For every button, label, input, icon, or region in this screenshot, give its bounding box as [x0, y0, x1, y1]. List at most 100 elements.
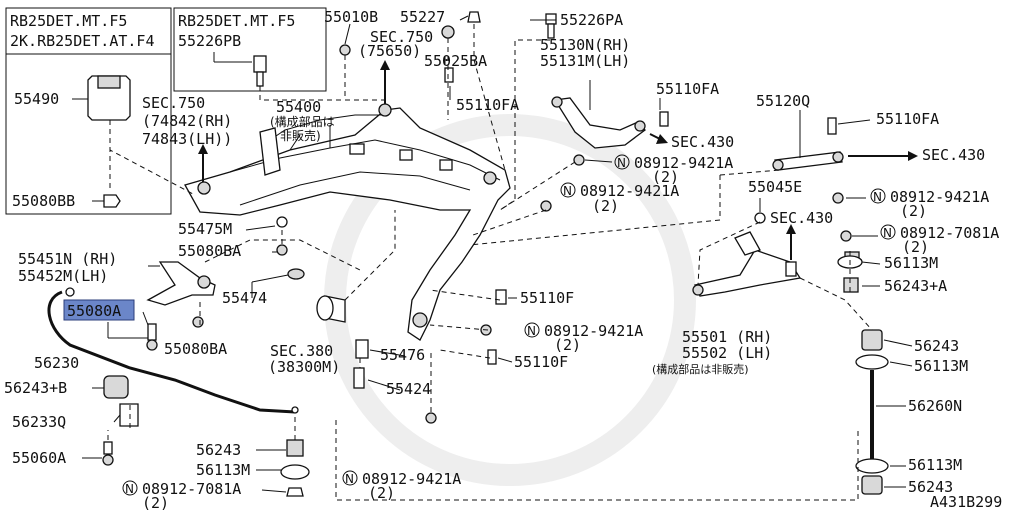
qty-label-b: (2)	[900, 202, 927, 220]
lower-arm-part	[692, 231, 802, 297]
part-56113M-label-b[interactable]: 56113M	[914, 357, 968, 375]
sec750b-line2[interactable]: (75650)	[358, 42, 421, 60]
part-55227-label[interactable]: 55227	[400, 8, 445, 26]
sec430-b-label[interactable]: SEC.430	[922, 146, 985, 164]
fasteners	[102, 11, 852, 466]
qty-label-g: (2)	[368, 484, 395, 502]
part-55475M-label[interactable]: 55475M	[178, 220, 232, 238]
direction-arrows	[198, 60, 918, 260]
member-note-1: (構成部品は	[270, 114, 335, 129]
part-08912-9421A-label-b[interactable]: 08912-9421A	[890, 188, 989, 206]
part-55476-label[interactable]: 55476	[380, 346, 425, 364]
part-56230-label[interactable]: 56230	[34, 354, 79, 372]
n-mark-6-text: N	[125, 482, 134, 496]
part-55501-label[interactable]: 55501 (RH)	[682, 328, 772, 346]
part-08912-7081A-label-b[interactable]: 08912-7081A	[142, 480, 241, 498]
variant-box-2	[173, 7, 327, 92]
trailing-arm-part	[146, 261, 216, 306]
part-56113M-label-a[interactable]: 56113M	[884, 254, 938, 272]
highlight-box	[63, 299, 135, 321]
part-55130N-label[interactable]: 55130N(RH)	[540, 36, 630, 54]
part-55226PA-label[interactable]: 55226PA	[560, 11, 623, 29]
part-55400-label[interactable]: 55400	[276, 98, 321, 116]
part-08912-9421A-label-a[interactable]: 08912-9421A	[634, 154, 733, 172]
qty-label-e: (2)	[554, 336, 581, 354]
part-55452M-label[interactable]: 55452M(LH)	[18, 267, 108, 285]
part-55080BA-label-b[interactable]: 55080BA	[164, 340, 227, 358]
part-55080BB-label[interactable]: 55080BB	[12, 192, 75, 210]
rear-suspension-member	[184, 103, 511, 341]
part-08912-9421A-label-d[interactable]: 08912-9421A	[544, 322, 643, 340]
upper-arm-part	[551, 96, 646, 149]
variant-label-3: RB25DET.MT.F5	[178, 12, 295, 30]
stud-bolt-part	[253, 55, 267, 87]
stabilizer-bar	[47, 290, 296, 414]
part-55080A-label[interactable]: 55080A	[67, 302, 121, 320]
sec750a-line3[interactable]: 74843(LH))	[142, 130, 232, 148]
sec430-a-label[interactable]: SEC.430	[671, 133, 734, 151]
part-55490-label[interactable]: 55490	[14, 90, 59, 108]
stabilizer-bracket	[119, 403, 139, 427]
part-56243-label-c[interactable]: 56243	[908, 478, 953, 496]
member-note-2: 非販売)	[280, 128, 321, 143]
variant-label-1: RB25DET.MT.F5	[10, 12, 127, 30]
part-55025BA-label[interactable]: 55025BA	[424, 52, 487, 70]
part-56233Q-label[interactable]: 56233Q	[12, 413, 66, 431]
nut-part	[103, 194, 121, 208]
n-mark-5-text: N	[527, 324, 536, 338]
sec750a-line1[interactable]: SEC.750	[142, 94, 205, 112]
stud-55476	[355, 339, 369, 359]
part-56243-label-a[interactable]: 56243	[914, 337, 959, 355]
part-56260N-label[interactable]: 56260N	[908, 397, 962, 415]
n-mark-2-text: N	[873, 190, 882, 204]
sec380-line2[interactable]: (38300M)	[268, 358, 340, 376]
link-stack-left	[280, 439, 310, 497]
reference-lines	[107, 24, 873, 501]
part-55045E-label[interactable]: 55045E	[748, 178, 802, 196]
part-56243A-label[interactable]: 56243+A	[884, 277, 947, 295]
part-56243B-label[interactable]: 56243+B	[4, 379, 67, 397]
sec750a-line2[interactable]: (74842(RH)	[142, 112, 232, 130]
qty-label-d: (2)	[902, 238, 929, 256]
part-55120Q-label[interactable]: 55120Q	[756, 92, 810, 110]
variant-box-1	[5, 7, 172, 215]
n-mark-1-text: N	[617, 156, 626, 170]
part-55110FA-label-c[interactable]: 55110FA	[876, 110, 939, 128]
lateral-link-part	[772, 151, 844, 171]
part-55010B-label[interactable]: 55010B	[324, 8, 378, 26]
n-mark-4-text: N	[883, 226, 892, 240]
variant-label-2: 2K.RB25DET.AT.F4	[10, 32, 155, 50]
qty-label-a: (2)	[652, 168, 679, 186]
part-55110FA-label-b[interactable]: 55110FA	[656, 80, 719, 98]
part-55474-label[interactable]: 55474	[222, 289, 267, 307]
part-56113M-label-d[interactable]: 56113M	[908, 456, 962, 474]
arm-note: (構成部品は非販売)	[652, 362, 749, 376]
sec380-line1[interactable]: SEC.380	[270, 342, 333, 360]
stabilizer-bushing	[103, 375, 129, 399]
part-55080BA-label-a[interactable]: 55080BA	[178, 242, 241, 260]
part-56243-label-b[interactable]: 56243	[196, 441, 241, 459]
part-55110F-label-b[interactable]: 55110F	[514, 353, 568, 371]
part-55502-label[interactable]: 55502 (LH)	[682, 344, 772, 362]
part-55226PB-label[interactable]: 55226PB	[178, 32, 241, 50]
part-08912-9421A-label-e[interactable]: 08912-9421A	[362, 470, 461, 488]
link-stack-right	[837, 251, 889, 495]
part-56113M-label-c[interactable]: 56113M	[196, 461, 250, 479]
part-55110FA-label-a[interactable]: 55110FA	[456, 96, 519, 114]
part-08912-7081A-label-a[interactable]: 08912-7081A	[900, 224, 999, 242]
qty-label-c: (2)	[592, 197, 619, 215]
part-55131M-label[interactable]: 55131M(LH)	[540, 52, 630, 70]
sec750b-line1[interactable]: SEC.750	[370, 28, 433, 46]
mount-bushing-part	[87, 75, 131, 186]
bolt-55424	[353, 367, 365, 389]
part-55110F-label-a[interactable]: 55110F	[520, 289, 574, 307]
part-55451N-label[interactable]: 55451N (RH)	[18, 250, 117, 268]
n-mark-1	[614, 154, 630, 170]
sec430-c-label[interactable]: SEC.430	[770, 209, 833, 227]
part-08912-9421A-label-c[interactable]: 08912-9421A	[580, 182, 679, 200]
part-55060A-label[interactable]: 55060A	[12, 449, 66, 467]
leader-lines	[82, 15, 913, 493]
part-55424-label[interactable]: 55424	[386, 380, 431, 398]
